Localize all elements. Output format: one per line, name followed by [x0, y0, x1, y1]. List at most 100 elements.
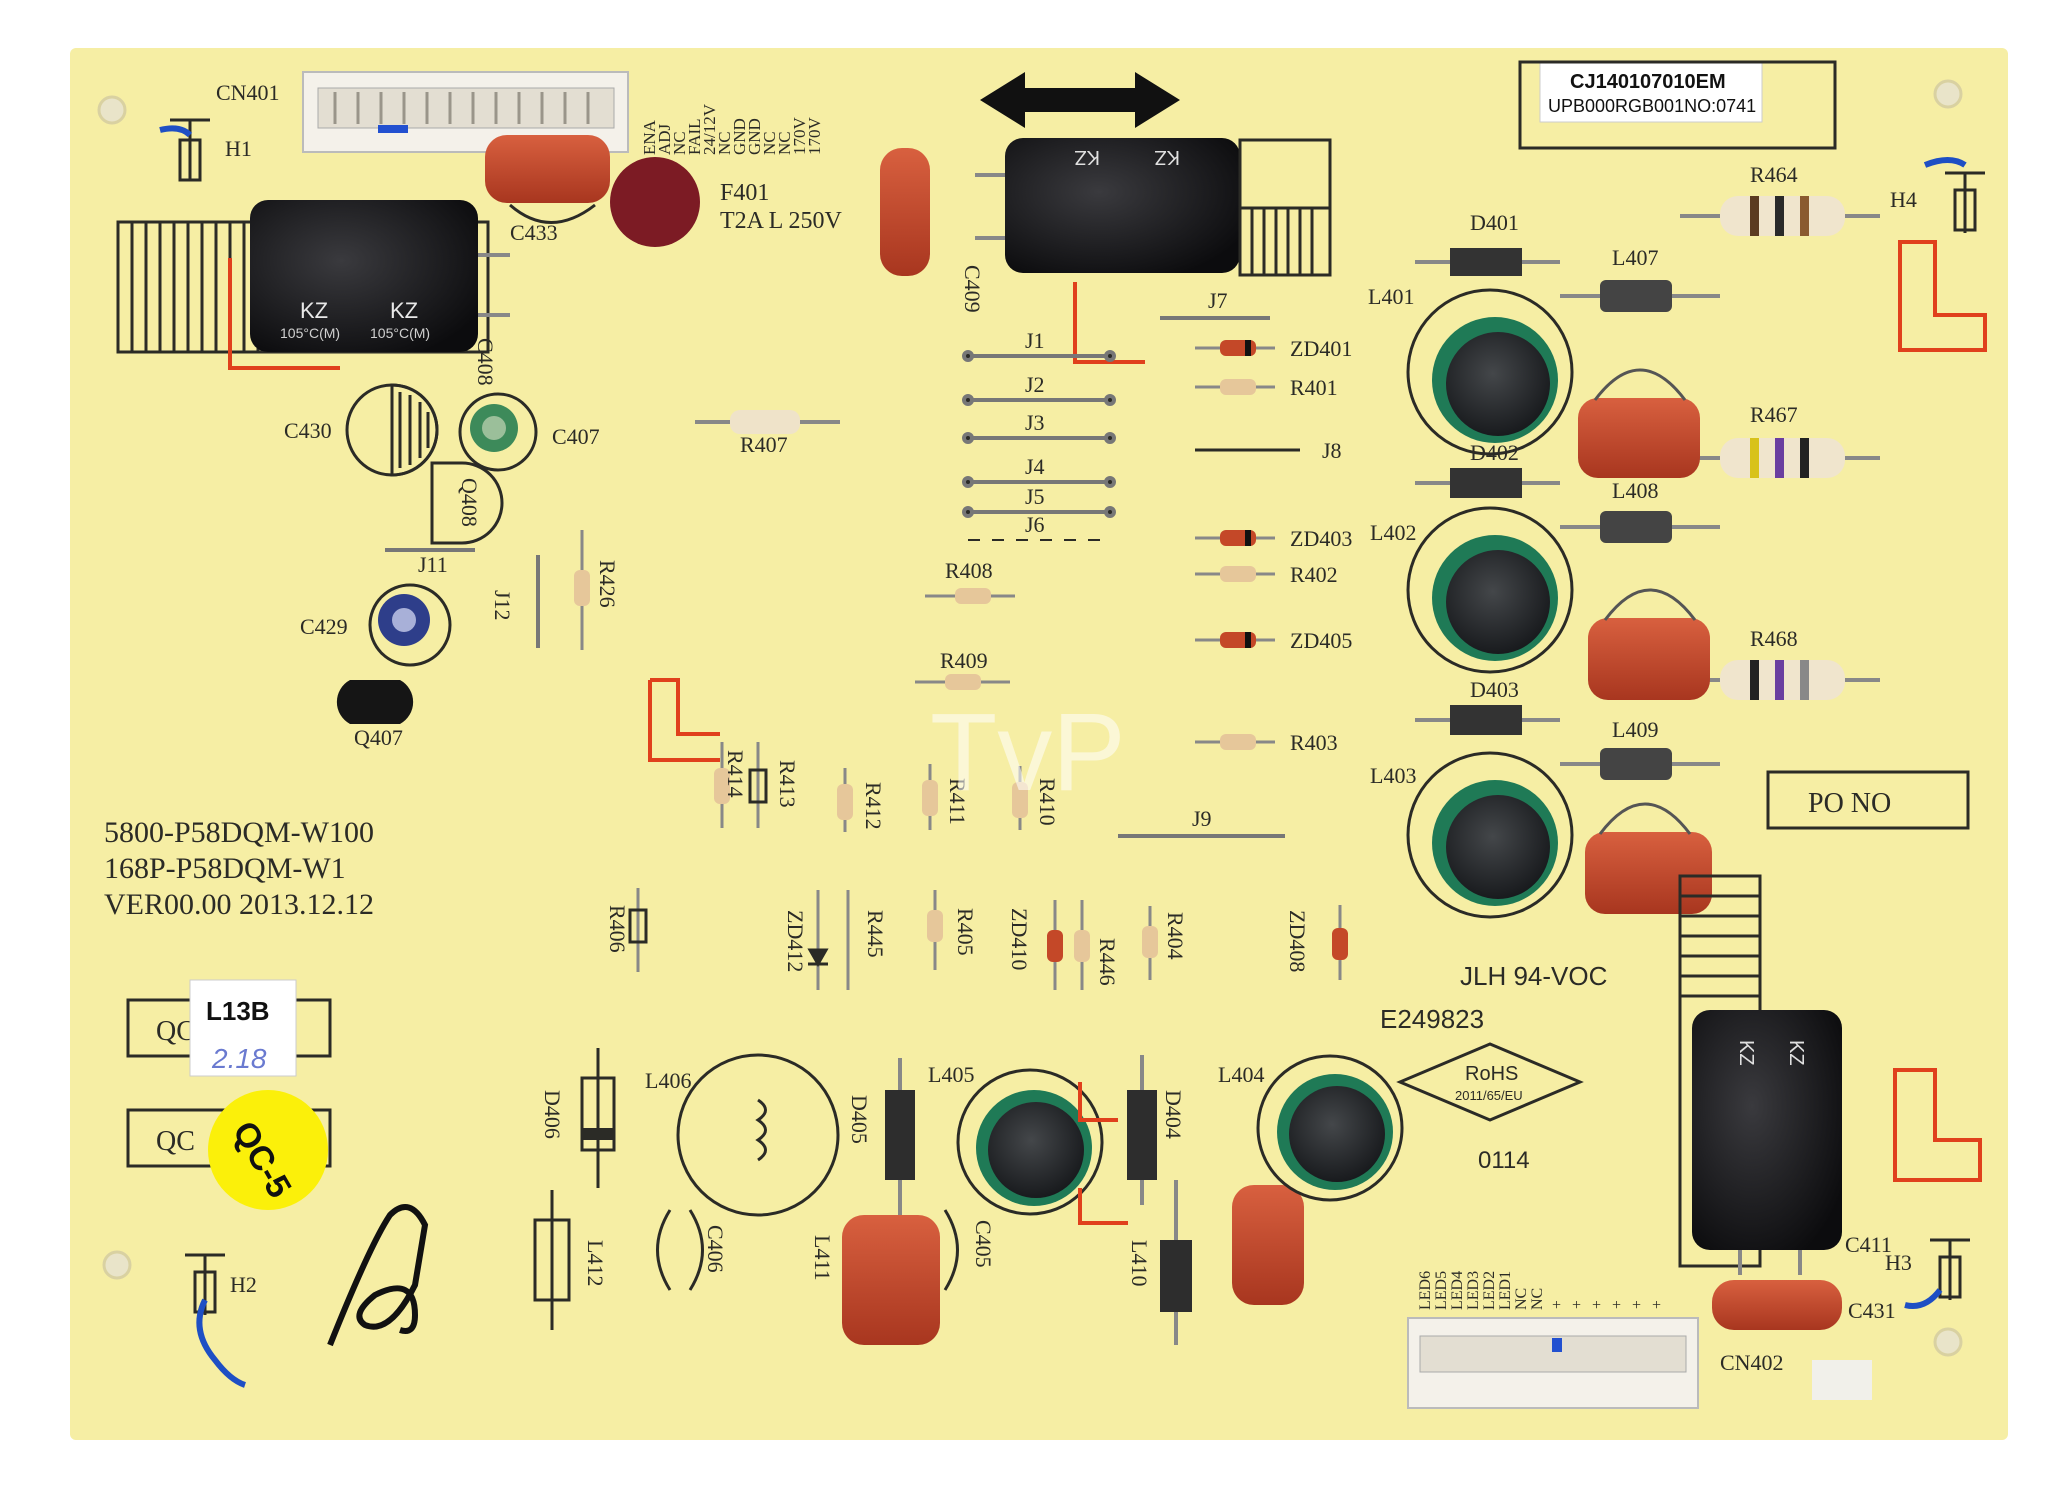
l406-label: L406	[645, 1068, 691, 1093]
resistor-r402	[1195, 566, 1275, 582]
svg-text:LED1: LED1	[1497, 1271, 1514, 1310]
r402-label: R402	[1290, 562, 1338, 587]
d404-label: D404	[1161, 1090, 1186, 1139]
transistor-q407	[336, 680, 414, 724]
r464-label: R464	[1750, 162, 1798, 187]
svg-text:+: +	[1592, 1297, 1601, 1314]
direction-arrow-icon	[980, 72, 1180, 128]
svg-text:LED5: LED5	[1433, 1271, 1450, 1310]
svg-text:GND: GND	[730, 118, 749, 155]
r404-label: R404	[1163, 912, 1188, 960]
r413-label: R413	[775, 760, 800, 808]
po-box-top	[1518, 60, 1837, 150]
capacitor-c407	[458, 392, 538, 472]
svg-text:KZ: KZ	[300, 298, 328, 323]
film-capacitor-l411	[842, 1215, 940, 1345]
zd410-label: ZD410	[1007, 908, 1032, 970]
blue-wire-h2	[196, 1298, 247, 1388]
l402-label: L402	[1370, 520, 1416, 545]
l412-label: L412	[583, 1240, 608, 1286]
capacitor-c406-outline	[656, 1209, 704, 1291]
svg-text:2011/65/EU: 2011/65/EU	[1455, 1088, 1523, 1103]
ul-text: JLH 94-VOC	[1460, 961, 1607, 991]
r401-label: R401	[1290, 375, 1338, 400]
svg-text:ENA: ENA	[640, 119, 659, 155]
svg-text:LED4: LED4	[1449, 1271, 1466, 1310]
po-box-label: PO NO	[1808, 788, 1891, 819]
j2-label: J2	[1025, 372, 1045, 397]
j7-label: J7	[1208, 288, 1228, 313]
svg-text:LED2: LED2	[1481, 1271, 1498, 1310]
inductor-l408	[1560, 511, 1720, 543]
red-outline-right-2	[1893, 1068, 1982, 1182]
svg-text:LED3: LED3	[1465, 1271, 1482, 1310]
resistors-vertical-row	[714, 742, 1028, 832]
r408-label: R408	[945, 558, 993, 583]
svg-text:24/12V: 24/12V	[700, 103, 719, 155]
c433-label: C433	[510, 220, 558, 245]
svg-text:NC: NC	[715, 131, 734, 155]
l403-label: L403	[1370, 763, 1416, 788]
zd403-label: ZD403	[1290, 526, 1352, 551]
l405-label: L405	[928, 1062, 974, 1087]
cn402-pin-labels: LED6 LED5 LED4 LED3 LED2 LED1 NC NC + + …	[1417, 1271, 1661, 1314]
cn402-label: CN402	[1720, 1350, 1784, 1375]
silk-hatch-c409	[1238, 138, 1332, 277]
diode-d403	[1415, 705, 1560, 735]
r405-label: R405	[953, 908, 978, 956]
c411-label: C411	[1845, 1232, 1892, 1257]
film-capacitor-c431	[1712, 1280, 1842, 1330]
blue-wire-h4	[1923, 157, 1967, 168]
h1-label: H1	[225, 136, 252, 161]
zener-zd405	[1195, 632, 1275, 648]
r446-label: R446	[1095, 938, 1120, 986]
resistor-r426	[574, 530, 590, 650]
resistor-r408	[925, 588, 1015, 604]
qc-box-2-label: QC	[156, 1126, 195, 1157]
l401-label: L401	[1368, 284, 1414, 309]
svg-text:KZ: KZ	[1154, 146, 1180, 168]
qc-round-sticker: QC-5	[208, 1090, 328, 1210]
zener-zd403	[1195, 530, 1275, 546]
svg-text:+: +	[1612, 1297, 1621, 1314]
inductor-l402	[1406, 506, 1574, 674]
svg-text:CJ140107010EM: CJ140107010EM	[1570, 71, 1726, 93]
inductor-l403	[1406, 751, 1574, 919]
red-outline-l405	[1078, 1082, 1128, 1225]
fuse-label: F401	[720, 180, 769, 206]
inductor-l410	[1160, 1180, 1192, 1345]
cn401-label: CN401	[216, 80, 280, 105]
diode-d405	[885, 1058, 915, 1218]
svg-text:105°C(M): 105°C(M)	[370, 325, 430, 341]
electrolytic-capacitor-c411: KZ KZ	[1692, 1010, 1842, 1275]
silk-hatch-c411	[1678, 874, 1762, 1268]
zd412-label: ZD412	[783, 910, 808, 972]
red-outline-c408	[228, 258, 340, 370]
capacitor-c405-outline	[943, 1209, 959, 1291]
model-line-1: 5800-P58DQM-W100	[104, 816, 374, 849]
svg-text:UPB000RGB001NO:0741: UPB000RGB001NO:0741	[1548, 96, 1756, 116]
svg-text:KZ: KZ	[1785, 1040, 1807, 1066]
svg-text:105°C(M): 105°C(M)	[280, 325, 340, 341]
svg-text:NC: NC	[670, 131, 689, 155]
svg-text:+: +	[1552, 1297, 1561, 1314]
resistor-r401	[1195, 379, 1275, 395]
j4-label: J4	[1025, 454, 1045, 479]
c409-label: C409	[960, 265, 985, 313]
inductor-l406-outline	[676, 1053, 840, 1217]
resistors-lower-row	[628, 888, 1348, 990]
svg-text:GND: GND	[745, 118, 764, 155]
capacitor-c429	[368, 583, 452, 667]
l407-label: L407	[1612, 245, 1658, 270]
inductor-l409	[1560, 748, 1720, 780]
d406-label: D406	[540, 1090, 565, 1139]
white-sticker-bottom	[1812, 1360, 1872, 1400]
inductor-l407	[1560, 280, 1720, 312]
svg-text:KZ: KZ	[1074, 146, 1100, 168]
film-capacitor-l404	[1232, 1185, 1304, 1305]
zener-zd412-symbol	[807, 948, 829, 968]
resistor-r409	[915, 674, 1010, 690]
j8-label: J8	[1322, 438, 1342, 463]
c431-label: C431	[1848, 1298, 1896, 1323]
